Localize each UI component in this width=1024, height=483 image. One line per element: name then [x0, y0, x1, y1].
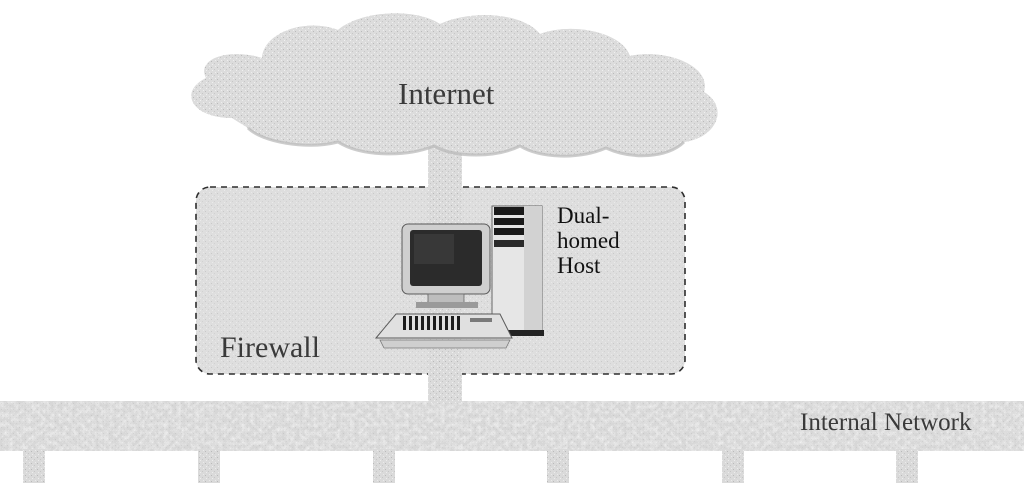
server-tower-icon — [491, 205, 544, 336]
network-drops — [23, 449, 918, 483]
keyboard-icon — [374, 313, 513, 349]
dual-homed-host-label: Dual- homed Host — [557, 203, 620, 278]
network-drops-texture — [23, 449, 918, 483]
internal-network-label: Internal Network — [800, 409, 972, 436]
host-label-line-1: Dual- — [557, 203, 610, 228]
internet-label: Internet — [398, 76, 495, 111]
host-label-line-2: homed — [557, 228, 620, 253]
internal-network-bar — [0, 401, 1024, 451]
firewall-label: Firewall — [220, 331, 320, 364]
host-label-line-3: Host — [557, 253, 601, 278]
internet-cloud — [191, 13, 718, 158]
monitor-icon — [401, 223, 491, 308]
dual-homed-host-computer — [374, 205, 544, 349]
